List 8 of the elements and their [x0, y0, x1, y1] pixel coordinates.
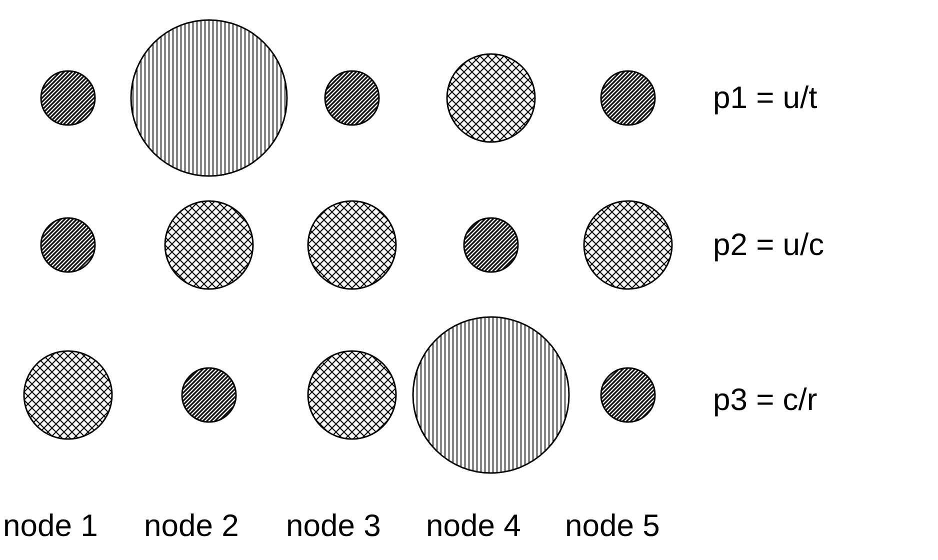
column-label: node 3	[286, 510, 381, 541]
row-label: p1 = u/t	[713, 82, 818, 113]
column-label: node 1	[3, 510, 98, 541]
row-label: p3 = c/r	[713, 384, 818, 415]
row-label: p2 = u/c	[713, 229, 824, 260]
column-label: node 4	[426, 510, 521, 541]
column-label: node 5	[565, 510, 660, 541]
column-label: node 2	[144, 510, 239, 541]
